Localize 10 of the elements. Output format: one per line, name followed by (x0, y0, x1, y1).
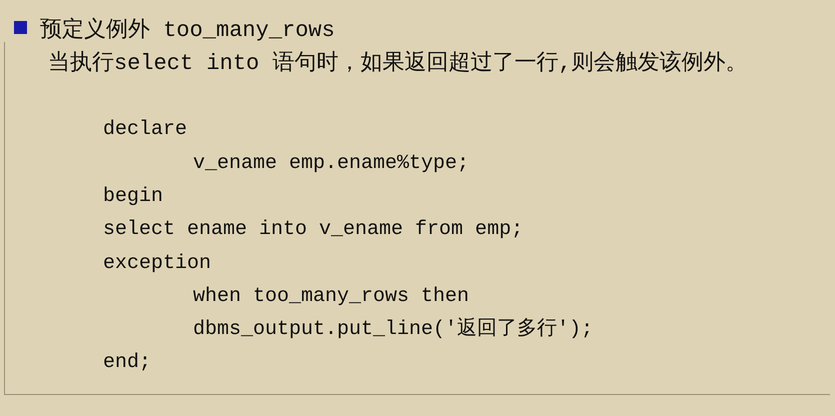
code-line: select ename into v_ename from emp; (103, 217, 524, 243)
code-line: exception (103, 251, 212, 277)
code-line: when too_many_rows then (193, 284, 470, 310)
code-line: declare (103, 117, 188, 143)
code-line: v_ename emp.ename%type; (193, 151, 470, 177)
code-line: end; (103, 350, 152, 376)
slide-title: 预定义例外 too_many_rows (40, 16, 335, 44)
code-line: begin (103, 184, 164, 210)
code-line: dbms_output.put_line('返回了多行'); (193, 317, 594, 343)
description-paragraph: 当执行select into 语句时，如果返回超过了一行,则会触发该例外。 (47, 50, 749, 78)
